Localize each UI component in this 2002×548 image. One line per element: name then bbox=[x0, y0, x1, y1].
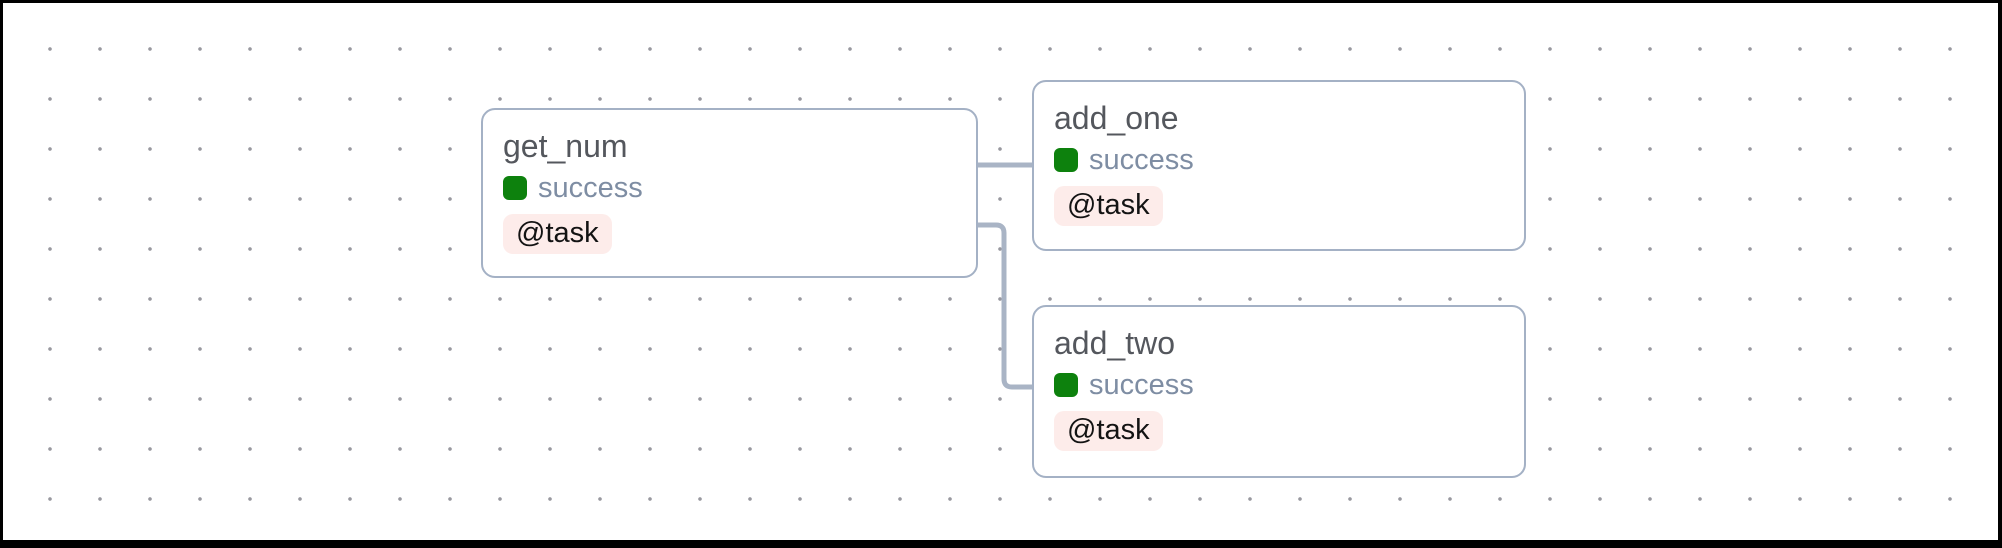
task-state-label: success bbox=[1089, 144, 1194, 176]
task-title: get_num bbox=[503, 128, 628, 164]
edge-layer bbox=[978, 162, 1034, 390]
task-node-add_two[interactable]: add_two success @task bbox=[1032, 305, 1526, 478]
success-state-icon bbox=[1054, 373, 1078, 397]
task-node-add_one[interactable]: add_one success @task bbox=[1032, 80, 1526, 251]
task-decorator-badge: @task bbox=[503, 214, 612, 254]
success-state-icon bbox=[1054, 148, 1078, 172]
task-title: add_one bbox=[1054, 100, 1179, 136]
task-decorator-badge: @task bbox=[1054, 411, 1163, 451]
task-state-row: success bbox=[1054, 143, 1194, 177]
task-state-row: success bbox=[503, 171, 643, 205]
edge-get_num-to-add_two bbox=[978, 222, 1034, 390]
task-state-row: success bbox=[1054, 368, 1194, 402]
task-state-label: success bbox=[538, 172, 643, 204]
task-title: add_two bbox=[1054, 325, 1175, 361]
task-decorator-badge: @task bbox=[1054, 186, 1163, 226]
task-state-label: success bbox=[1089, 369, 1194, 401]
task-node-get_num[interactable]: get_num success @task bbox=[481, 108, 978, 278]
dot-grid-background[interactable] bbox=[3, 3, 1998, 540]
success-state-icon bbox=[503, 176, 527, 200]
